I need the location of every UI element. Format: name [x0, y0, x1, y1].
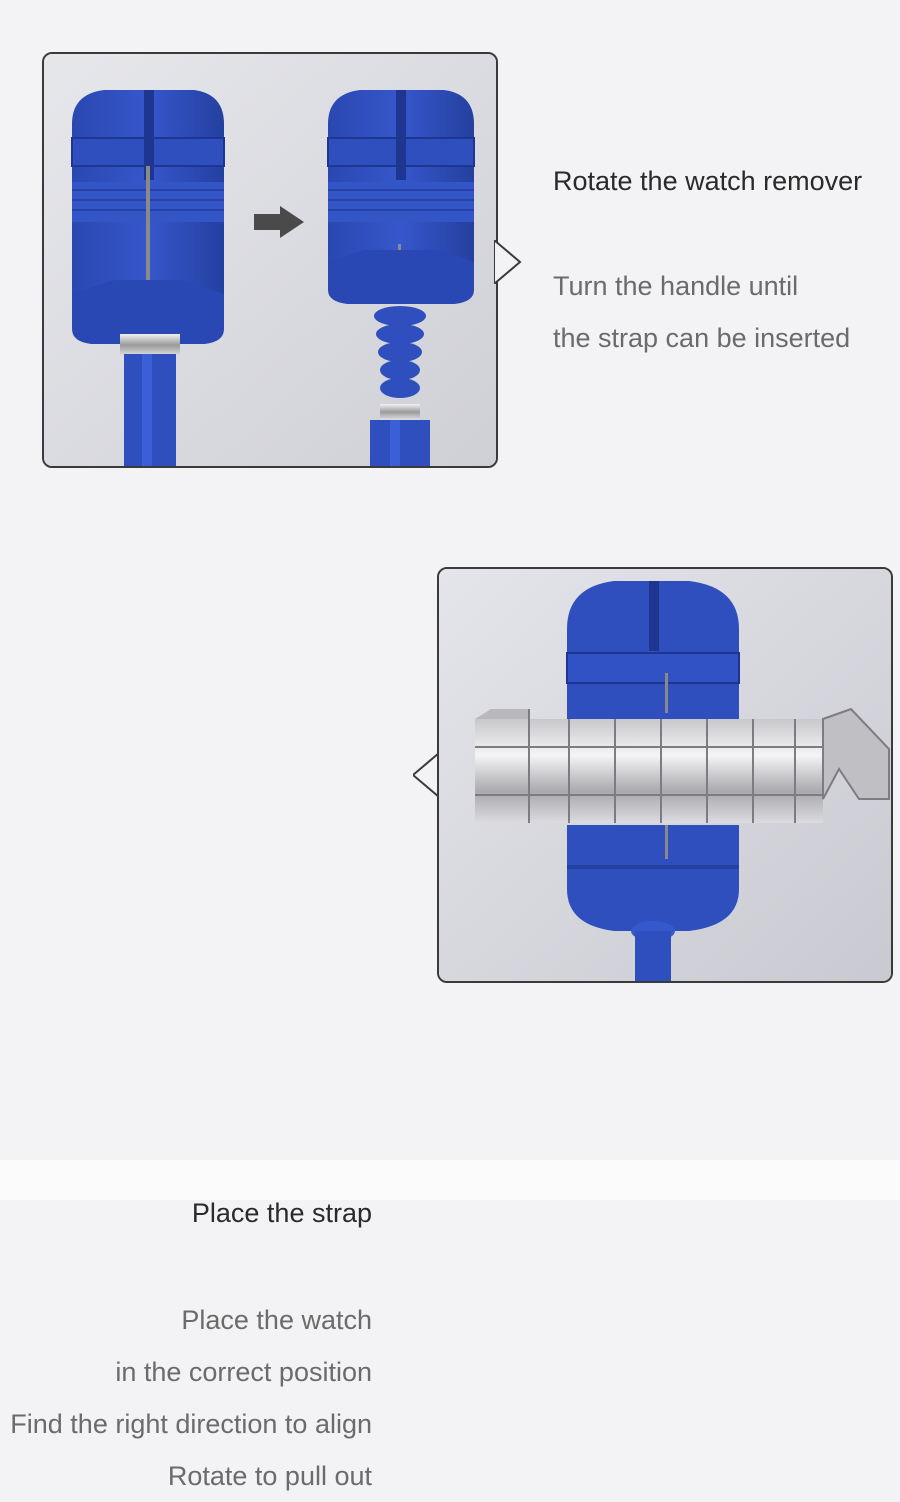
step-rotate-remover: Rotate the watch remover Turn the handle… [0, 0, 900, 560]
tool-after-image [327, 90, 475, 466]
step2-description: Place the watch in the correct position … [10, 1294, 372, 1502]
right-arrow-icon [254, 206, 304, 238]
tool-before-after-photo [42, 52, 498, 468]
tool-with-strap-image [475, 581, 890, 981]
step2-title: Place the strap [191, 1198, 372, 1228]
step2-line: in the correct position [115, 1357, 372, 1387]
step1-description: Turn the handle until the strap can be i… [553, 260, 850, 364]
tool-before-image [71, 90, 225, 466]
step1-line: the strap can be inserted [553, 323, 851, 353]
step2-line: Rotate to pull out [167, 1461, 372, 1491]
strap-in-tool-photo [437, 567, 893, 983]
step1-line: Turn the handle until [553, 271, 799, 301]
step2-line: Place the watch [181, 1305, 372, 1335]
speech-pointer-icon [494, 240, 524, 284]
step2-line: Find the right direction to align [10, 1409, 372, 1439]
bottom-strip [0, 1160, 900, 1200]
step1-title: Rotate the watch remover [553, 166, 863, 196]
